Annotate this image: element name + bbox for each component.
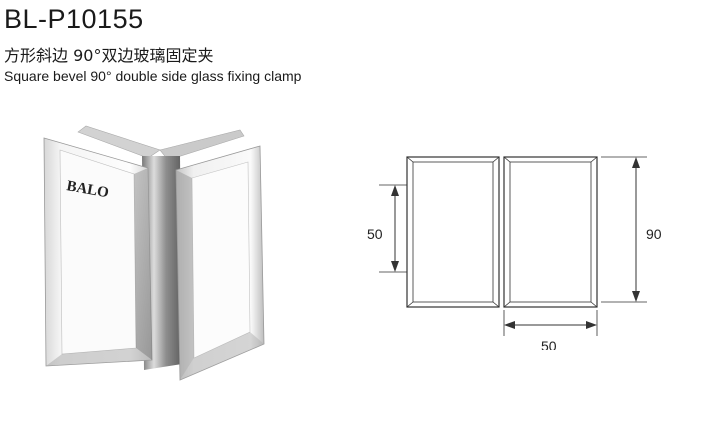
left-plate-outline <box>406 156 500 308</box>
brand-logo: BALO <box>65 178 110 201</box>
dimension-left-height: 50 <box>367 226 383 242</box>
model-number: BL-P10155 <box>4 4 144 34</box>
right-plate-outline <box>503 156 598 308</box>
dimension-bottom-width: 50 <box>541 338 557 350</box>
product-title-chinese: 方形斜边 90°双边玻璃固定夹 <box>4 46 214 65</box>
dimension-right-height: 90 <box>646 226 662 242</box>
technical-drawing: 50 90 50 <box>367 156 662 350</box>
product-title-english: Square bevel 90° double side glass fixin… <box>4 68 302 84</box>
product-image: BALO <box>43 125 265 381</box>
